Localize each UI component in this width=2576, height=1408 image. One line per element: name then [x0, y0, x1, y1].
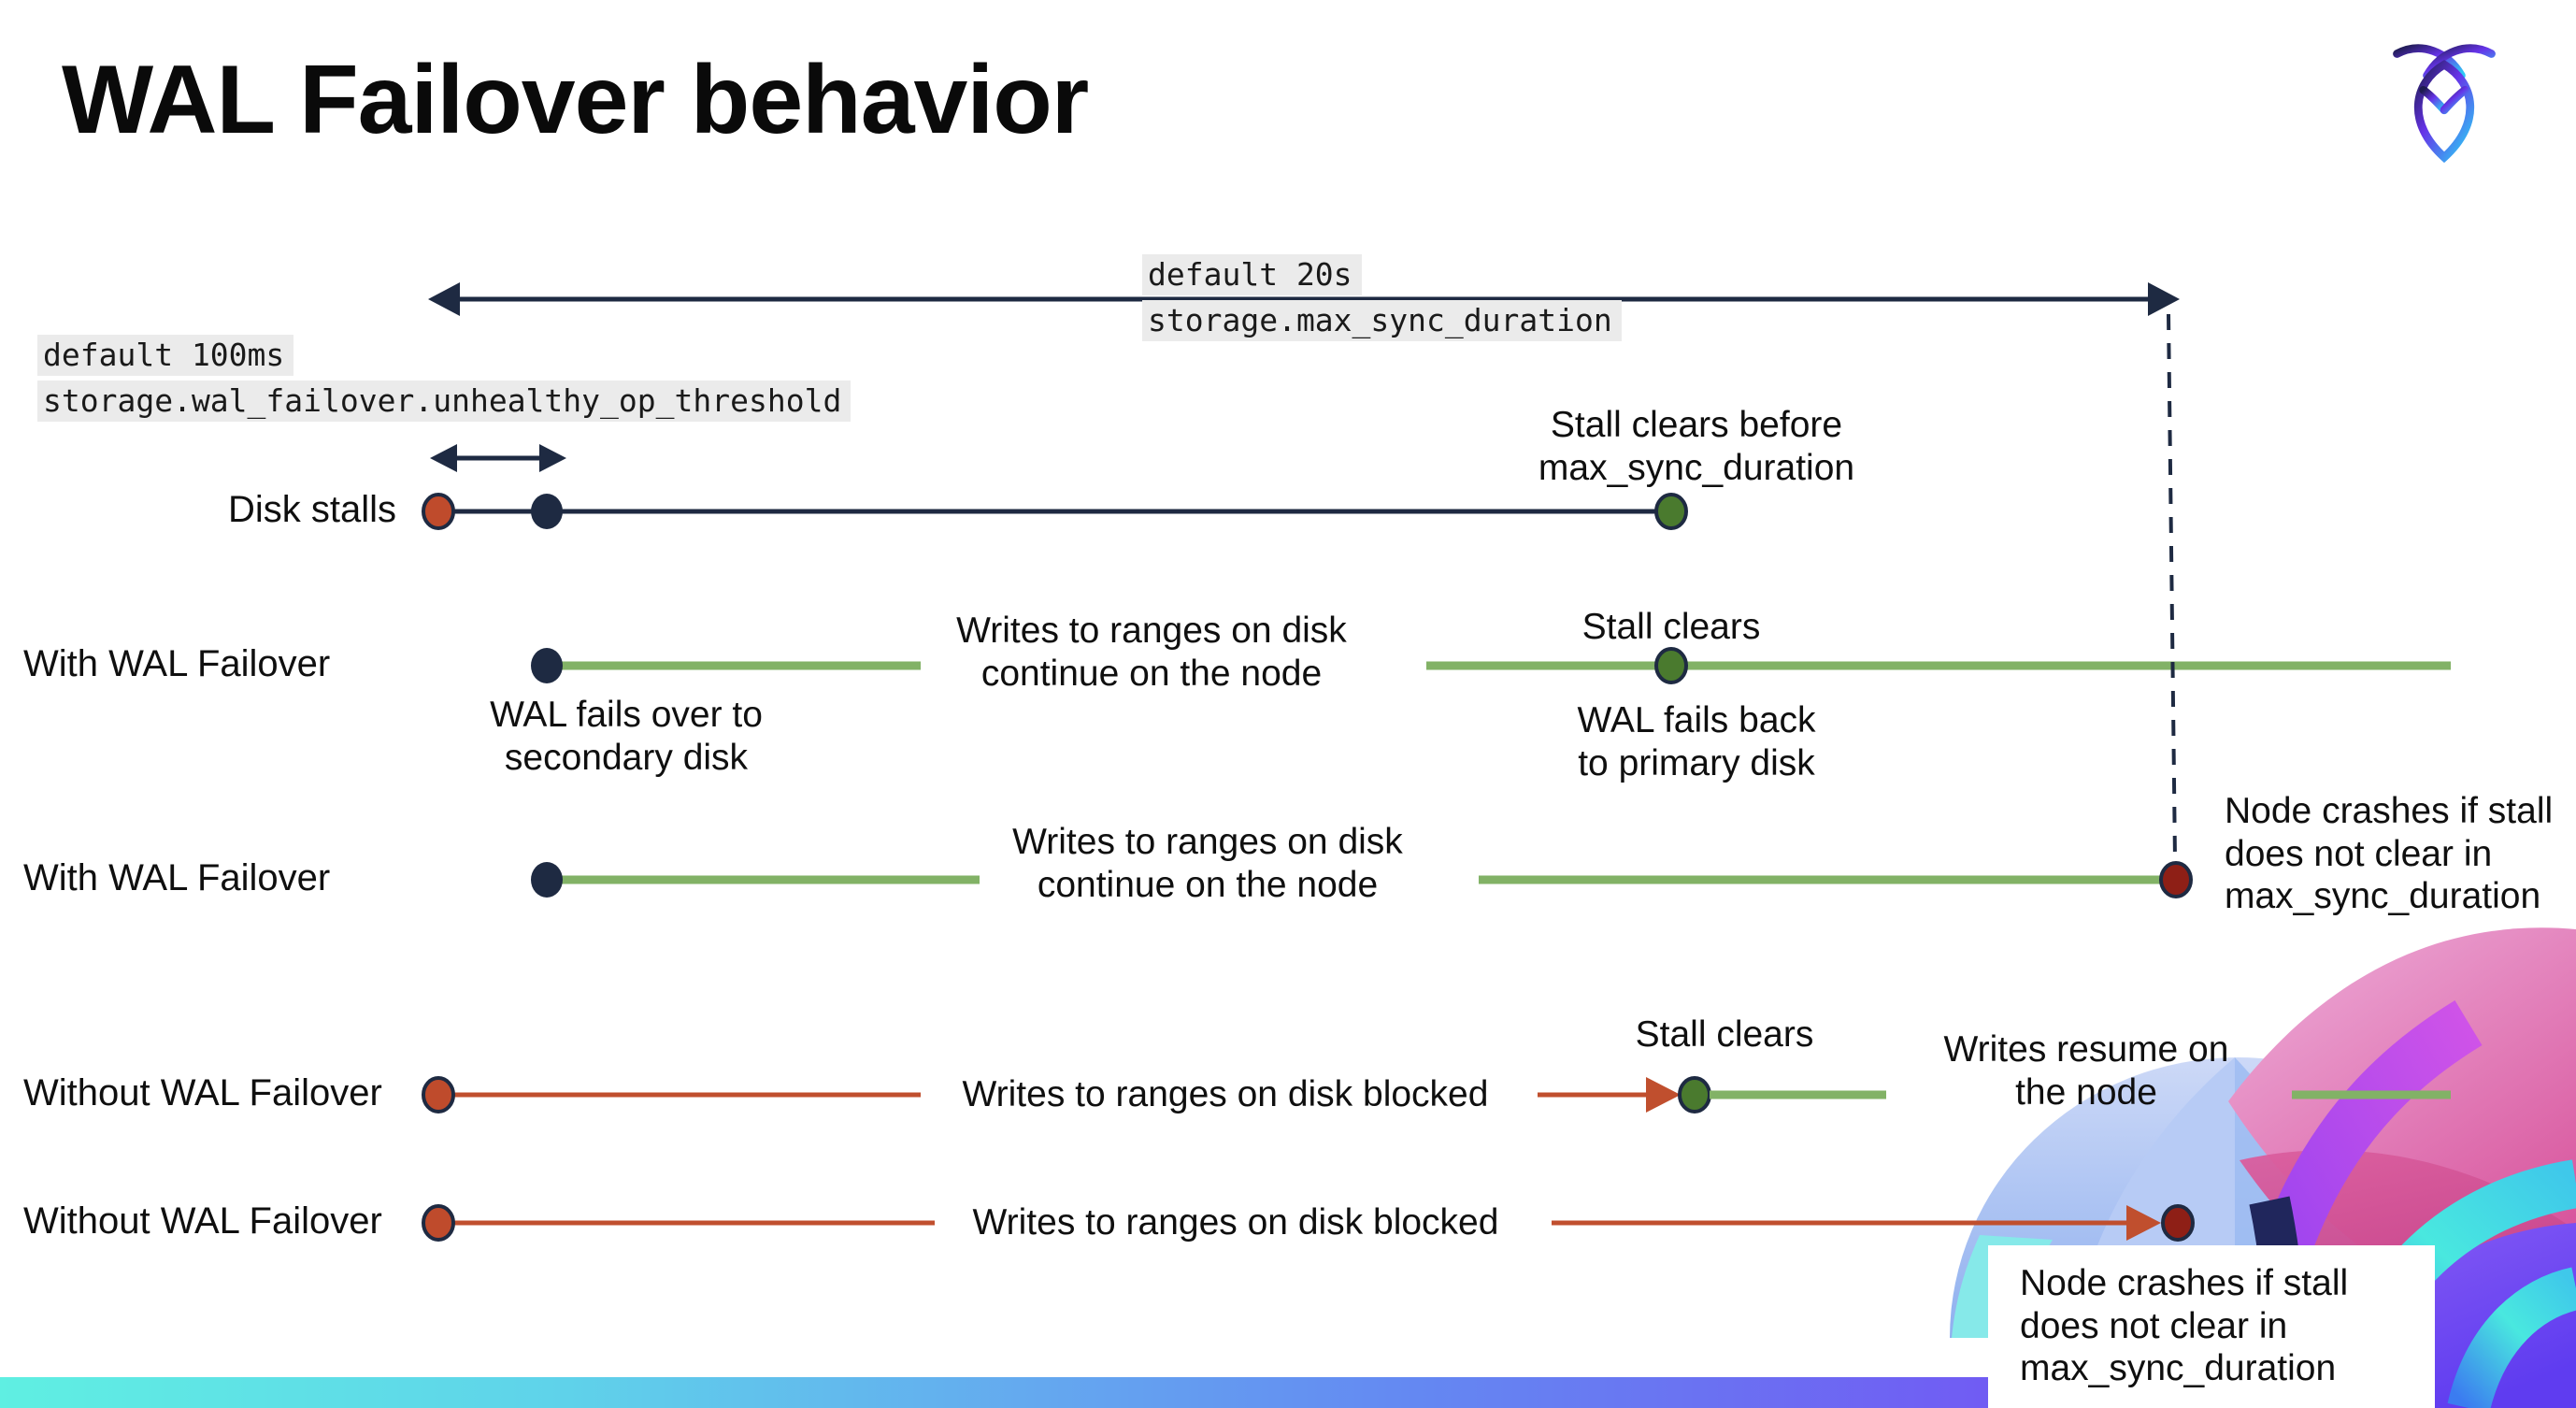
node-crash-dot-2 — [2161, 1204, 2195, 1242]
disk-stall-start-dot — [422, 493, 455, 530]
row-label-with-wal-failover-2: With WAL Failover — [23, 857, 331, 898]
node-crashes-note-2: Node crashes if stall does not clear in … — [2020, 1263, 2349, 1389]
stall-clears-dot-1 — [1654, 647, 1688, 684]
row-label-without-wal-failover-2: Without WAL Failover — [23, 1200, 382, 1242]
art-teal-arc-small — [2447, 1267, 2576, 1408]
node-crashes-note-1: Node crashes if stall does not clear in … — [2225, 791, 2554, 917]
max-sync-deadline-dashed-line — [2167, 313, 2177, 861]
max-sync-default-value: default 20s — [1142, 254, 1362, 295]
blocked-arrowhead-1 — [1646, 1077, 1681, 1113]
writes-continue-note-2: Writes to ranges on disk continue on the… — [1012, 822, 1403, 905]
node-crash-note-box: Node crashes if stall does not clear in … — [1988, 1245, 2435, 1408]
logo-antenna-right — [2423, 44, 2496, 80]
wal-fails-over-note: WAL fails over to secondary disk — [490, 695, 763, 778]
logo-antenna-left — [2393, 44, 2466, 80]
stall-clears-dot-2 — [1678, 1076, 1711, 1113]
failover-start-dot-1 — [531, 648, 563, 683]
stall-start-dot-1 — [422, 1076, 455, 1113]
unhealthy-op-threshold-config-label: default 100ms storage.wal_failover.unhea… — [37, 335, 852, 426]
row-label-disk-stalls: Disk stalls — [228, 489, 397, 530]
row-label-with-wal-failover-1: With WAL Failover — [23, 643, 331, 684]
writes-blocked-note-2: Writes to ranges on disk blocked — [972, 1202, 1499, 1243]
row-label-without-wal-failover-1: Without WAL Failover — [23, 1072, 382, 1113]
blocked-arrowhead-2 — [2126, 1205, 2161, 1241]
stall-clears-early-dot — [1654, 493, 1688, 530]
stall-start-dot-2 — [422, 1204, 455, 1242]
max-sync-duration-config-label: default 20s storage.max_sync_duration — [1142, 254, 1622, 346]
writes-blocked-note-1: Writes to ranges on disk blocked — [962, 1074, 1489, 1114]
max-sync-duration-arrow — [428, 282, 2180, 316]
writes-resume-note: Writes resume on the node — [1943, 1029, 2229, 1113]
unhealthy-setting-name: storage.wal_failover.unhealthy_op_thresh… — [37, 381, 852, 422]
unhealthy-op-threshold-arrow — [430, 444, 566, 472]
max-sync-setting-name: storage.max_sync_duration — [1142, 300, 1622, 341]
failover-start-dot-2 — [531, 862, 563, 898]
failover-threshold-dot — [531, 494, 563, 529]
logo-y-arm-right — [2440, 85, 2469, 115]
stall-clears-note-2: Stall clears — [1635, 1014, 1814, 1055]
stall-clears-note-1: Stall clears — [1581, 607, 1761, 647]
writes-continue-note-1: Writes to ranges on disk continue on the… — [956, 611, 1347, 694]
stall-clears-before-note: Stall clears before max_sync_duration — [1538, 405, 1855, 488]
page-title: WAL Failover behavior — [62, 46, 1089, 154]
wal-fails-back-note: WAL fails back to primary disk — [1577, 700, 1816, 783]
cockroach-logo — [2393, 44, 2496, 164]
node-crash-dot-1 — [2159, 861, 2193, 898]
unhealthy-default-value: default 100ms — [37, 335, 294, 376]
